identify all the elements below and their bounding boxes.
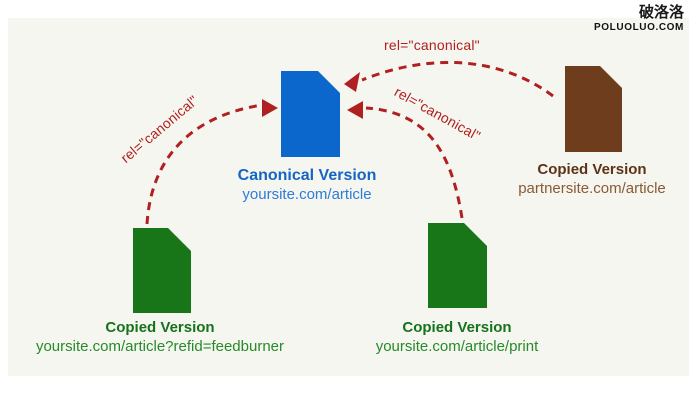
arrow-from-partner: [361, 60, 554, 98]
print-copy-caption: Copied Version yoursite.com/article/prin…: [347, 319, 567, 357]
canonical-node-title: Canonical Version: [237, 167, 377, 184]
canonical-node-caption: Canonical Version yoursite.com/article: [207, 166, 407, 205]
partner-copy-caption: Copied Version partnersite.com/article: [492, 161, 689, 199]
print-copy-document-icon: [428, 223, 487, 308]
watermark-site-text: POLUOLUO.COM: [594, 21, 684, 33]
partner-copy-url: partnersite.com/article: [518, 179, 666, 197]
watermark-chinese-text: 破洛洛: [638, 4, 684, 21]
canonical-document-icon: [281, 71, 340, 157]
feedburner-copy-document-icon: [133, 228, 191, 313]
arrow-from-feedburner: [145, 103, 263, 225]
feedburner-copy-url: yoursite.com/article?refid=feedburner: [35, 337, 285, 355]
feedburner-copy-title: Copied Version: [105, 319, 215, 336]
arrow-from-print: [365, 106, 464, 219]
print-copy-url: yoursite.com/article/print: [375, 337, 539, 355]
arrowhead-from-feedburner-icon: [262, 99, 278, 117]
print-copy-title: Copied Version: [402, 319, 512, 336]
feedburner-copy-caption: Copied Version yoursite.com/article?refi…: [10, 319, 310, 357]
partner-copy-title: Copied Version: [537, 161, 647, 178]
rel-canonical-label-partner: rel="canonical": [384, 37, 480, 53]
canonical-node-url: yoursite.com/article: [242, 186, 372, 203]
arrowhead-from-partner-icon: [344, 72, 360, 92]
arrowhead-from-print-icon: [347, 101, 363, 119]
partner-copy-document-icon: [565, 66, 622, 152]
watermark: 破洛洛 POLUOLUO.COM: [594, 4, 684, 33]
